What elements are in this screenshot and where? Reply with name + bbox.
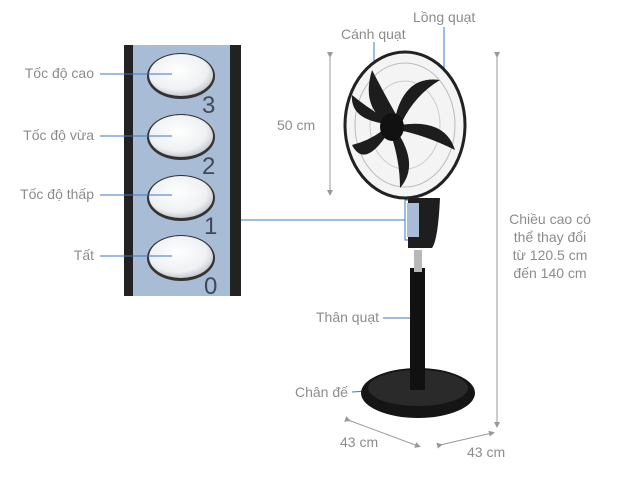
dimension-height: Chiều cao có thể thay đổi từ 120.5 cm đế…: [505, 210, 595, 282]
label-speed-low: Tốc độ thấp: [20, 186, 94, 202]
speed-button-3[interactable]: [147, 53, 215, 99]
label-body: Thân quạt: [316, 309, 380, 325]
button-number-0: 0: [204, 273, 218, 300]
fan-image: [343, 50, 475, 418]
label-base: Chân đế: [295, 384, 348, 400]
label-blade: Cánh quạt: [341, 26, 406, 42]
dimension-lines: [327, 52, 500, 449]
dimension-head-diameter: 50 cm: [277, 117, 316, 133]
dimension-base-depth: 43 cm: [340, 434, 379, 450]
button-number-1: 1: [204, 213, 218, 240]
off-button[interactable]: [147, 235, 215, 281]
label-speed-high: Tốc độ cao: [24, 65, 94, 81]
height-line-2: thể thay đổi: [513, 229, 587, 245]
fan-blades: [351, 70, 455, 188]
speed-button-2[interactable]: [147, 114, 215, 160]
fan-hub: [380, 113, 404, 141]
control-panel-closeup: [124, 45, 241, 296]
button-number-2: 2: [202, 153, 216, 180]
fan-pole: [410, 268, 425, 390]
dimension-base-width: 43 cm: [467, 444, 506, 460]
button-number-3: 3: [202, 92, 216, 119]
speed-button-1[interactable]: [147, 175, 215, 221]
height-line-4: đến 140 cm: [513, 265, 587, 281]
height-line-1: Chiều cao có: [509, 211, 591, 227]
label-cage: Lồng quạt: [413, 9, 476, 25]
label-speed-medium: Tốc độ vừa: [23, 127, 94, 143]
label-off: Tất: [73, 247, 94, 263]
height-line-3: từ 120.5 cm: [512, 247, 588, 263]
